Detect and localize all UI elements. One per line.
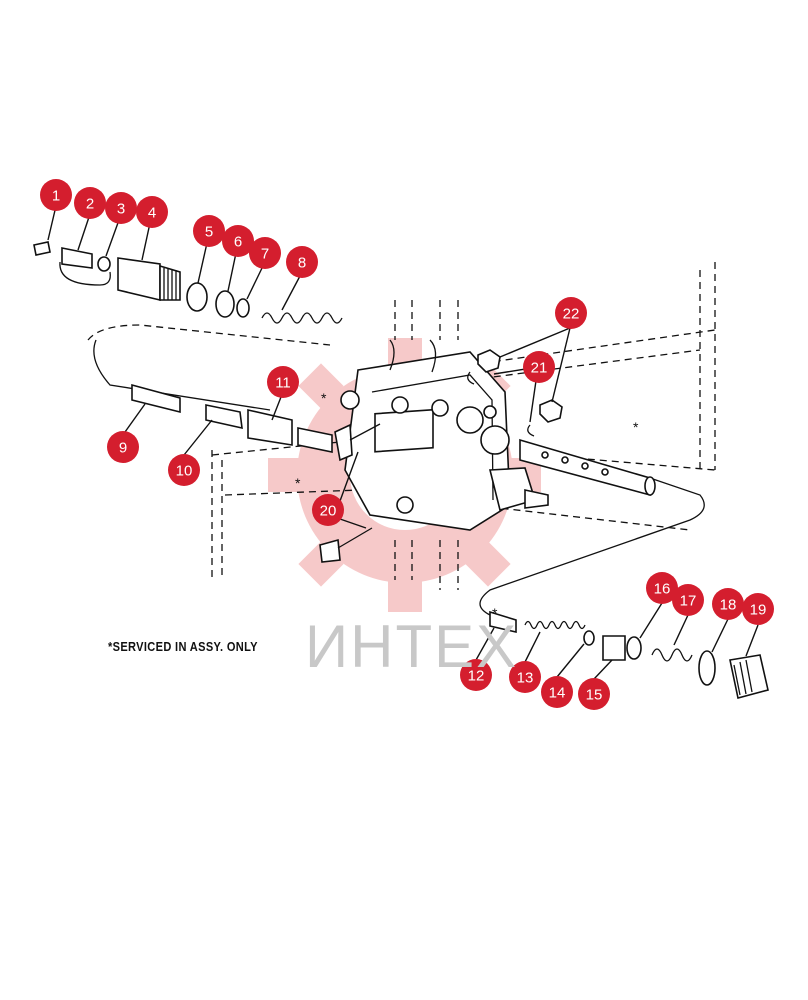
leader-lines bbox=[47, 205, 759, 680]
svg-text:20: 20 bbox=[320, 503, 337, 520]
asterisk-mark: * bbox=[321, 390, 327, 406]
part-11-plunger bbox=[247, 408, 333, 453]
part-10-poppet bbox=[205, 404, 243, 430]
part-8-spring bbox=[261, 312, 343, 324]
svg-text:4: 4 bbox=[148, 205, 156, 222]
callout-19: 19 bbox=[742, 593, 774, 625]
svg-text:1: 1 bbox=[52, 188, 60, 205]
callout-9: 9 bbox=[107, 431, 139, 463]
part-16-backup-ring bbox=[626, 636, 642, 660]
callout-5: 5 bbox=[193, 215, 225, 247]
svg-text:12: 12 bbox=[468, 668, 485, 685]
svg-text:11: 11 bbox=[275, 375, 291, 392]
callout-12: 12 bbox=[460, 659, 492, 691]
valve-body bbox=[340, 339, 549, 531]
frame-dashed-lines bbox=[87, 262, 716, 590]
callout-6: 6 bbox=[222, 225, 254, 257]
svg-text:14: 14 bbox=[549, 685, 566, 702]
callout-21: 21 bbox=[523, 351, 555, 383]
svg-text:19: 19 bbox=[750, 602, 767, 619]
callout-22: 22 bbox=[555, 297, 587, 329]
svg-text:17: 17 bbox=[680, 593, 697, 610]
svg-text:2: 2 bbox=[86, 196, 94, 213]
svg-text:6: 6 bbox=[234, 234, 242, 251]
part-6-o-ring bbox=[215, 290, 235, 318]
part-21-clip-lower bbox=[527, 424, 535, 437]
svg-text:22: 22 bbox=[563, 306, 580, 323]
callout-7: 7 bbox=[249, 237, 281, 269]
part-4-cartridge-housing bbox=[117, 257, 181, 302]
svg-text:16: 16 bbox=[654, 581, 671, 598]
asterisk-mark: * bbox=[295, 475, 301, 491]
svg-text:10: 10 bbox=[176, 463, 193, 480]
part-22-nut-lower bbox=[539, 399, 563, 423]
spool-assembly bbox=[519, 438, 656, 497]
callout-16: 16 bbox=[646, 572, 678, 604]
svg-text:13: 13 bbox=[517, 670, 534, 687]
callout-8: 8 bbox=[286, 246, 318, 278]
callout-3: 3 bbox=[105, 192, 137, 224]
part-5-backup-ring bbox=[186, 282, 208, 312]
asterisk-mark: * bbox=[492, 605, 498, 621]
part-18-o-ring bbox=[698, 650, 716, 686]
svg-text:21: 21 bbox=[531, 360, 548, 377]
part-14-washer bbox=[583, 630, 595, 646]
part-17-spring bbox=[651, 648, 693, 662]
callout-4: 4 bbox=[136, 196, 168, 228]
callout-13: 13 bbox=[509, 661, 541, 693]
part-2-plug bbox=[61, 247, 93, 269]
part-7-washer bbox=[236, 298, 250, 318]
part-15-seat bbox=[602, 635, 626, 661]
callout-14: 14 bbox=[541, 676, 573, 708]
part-3-o-ring bbox=[97, 256, 111, 272]
svg-text:18: 18 bbox=[720, 597, 737, 614]
callout-2: 2 bbox=[74, 187, 106, 219]
part-21-clip-upper bbox=[467, 371, 475, 385]
callout-20: 20 bbox=[312, 494, 344, 526]
callout-11: 11 bbox=[267, 366, 299, 398]
asterisk-mark: * bbox=[633, 419, 639, 435]
callout-18: 18 bbox=[712, 588, 744, 620]
part-19-plug bbox=[729, 654, 769, 699]
part-22-nut-upper bbox=[477, 349, 501, 373]
part-13-spring bbox=[524, 620, 586, 630]
bracket-line-right bbox=[479, 477, 705, 616]
svg-text:9: 9 bbox=[119, 440, 127, 457]
callout-15: 15 bbox=[578, 678, 610, 710]
callout-17: 17 bbox=[672, 584, 704, 616]
part-12-poppet bbox=[489, 610, 517, 634]
part-20-bolts bbox=[319, 423, 381, 563]
part-9-sleeve bbox=[131, 383, 181, 414]
serviced-note: *SERVICED IN ASSY. ONLY bbox=[108, 639, 258, 654]
part-1-fitting bbox=[33, 241, 51, 256]
svg-text:8: 8 bbox=[298, 255, 306, 272]
callout-10: 10 bbox=[168, 454, 200, 486]
svg-text:15: 15 bbox=[586, 687, 603, 704]
bracket-line-left bbox=[93, 339, 271, 411]
callout-1: 1 bbox=[40, 179, 72, 211]
part-2-3-group-bracket bbox=[59, 261, 111, 286]
svg-text:5: 5 bbox=[205, 224, 213, 241]
svg-text:7: 7 bbox=[261, 246, 269, 263]
svg-text:3: 3 bbox=[117, 201, 125, 218]
watermark-text: ИНТЕХ bbox=[305, 613, 519, 680]
